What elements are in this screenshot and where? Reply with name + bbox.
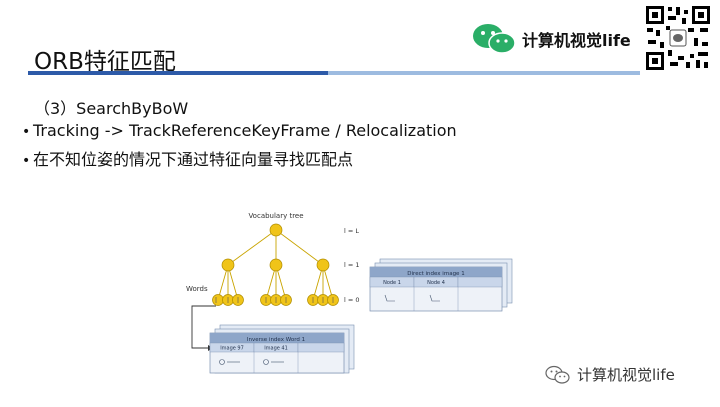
tree-nodes (212, 223, 339, 306)
title-rule (28, 71, 328, 75)
inverse-cell-2: Image 41 (264, 346, 288, 352)
brand-logo: 计算机视觉life (472, 22, 631, 56)
level-label-top: l = L (344, 227, 359, 235)
inverse-index-table: Inverse index Word 1 Image 97 Image 41 (209, 324, 355, 374)
wechat-icon (473, 24, 516, 54)
level-label-leaf: l = 0 (344, 296, 360, 304)
inverse-index-title: Inverse index Word 1 (247, 337, 305, 343)
bullet-dot: • (22, 153, 31, 169)
title-rule-light (328, 71, 640, 75)
bullet-dot: • (22, 124, 31, 140)
section-heading: （3）SearchByBoW (34, 99, 189, 118)
index-link-arrow (191, 305, 216, 349)
bullet-item-2: •在不知位姿的情况下通过特征向量寻找匹配点 (22, 146, 353, 170)
wechat-outline-icon (545, 365, 570, 384)
inverse-cell-1: Image 97 (220, 346, 244, 352)
bullet-text-2: 在不知位姿的情况下通过特征向量寻找匹配点 (33, 150, 354, 169)
direct-index-title: Direct index image 1 (407, 271, 464, 277)
level-label-mid: l = 1 (344, 261, 360, 269)
watermark: 计算机视觉life (545, 364, 675, 385)
bullet-text-1: Tracking -> TrackReferenceKeyFrame / Rel… (33, 121, 457, 140)
brand-name: 计算机视觉life (522, 31, 631, 50)
slide-title: ORB特征匹配 (34, 49, 176, 75)
direct-cell-1: Node 1 (383, 280, 401, 286)
qr-code-image (644, 4, 712, 72)
vocabulary-tree-diagram: Vocabulary tree l = L l = 1 l = 0 Words … (186, 212, 513, 374)
tree-title: Vocabulary tree (248, 212, 303, 220)
direct-cell-2: Node 4 (427, 280, 445, 286)
direct-index-table: Direct index image 1 Node 1 Node 4 (369, 258, 513, 312)
bullet-item-1: •Tracking -> TrackReferenceKeyFrame / Re… (22, 121, 457, 140)
leaf-word-ids (215, 297, 334, 303)
watermark-text: 计算机视觉life (577, 366, 675, 384)
words-label: Words (186, 285, 208, 293)
